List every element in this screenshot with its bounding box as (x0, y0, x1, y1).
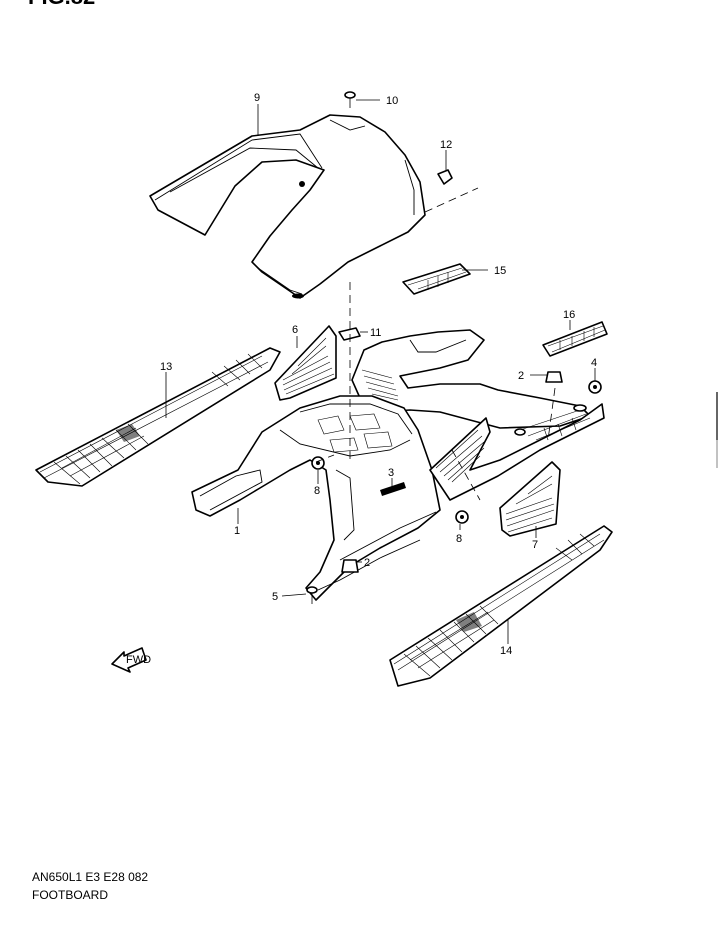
callout-12: 12 (440, 139, 452, 151)
callout-7: 7 (532, 539, 538, 551)
callout-2-lower: 2 (364, 557, 370, 569)
part-1-floor-frame (191, 395, 441, 601)
part-2-fastener-lower (341, 559, 359, 573)
part-16-panel (542, 321, 608, 357)
callout-6: 6 (292, 324, 298, 336)
part-15-panel (402, 263, 471, 295)
part-4-nut (588, 380, 602, 394)
part-8-grommet-right (455, 510, 469, 524)
figure-title: FIG.82 (28, 0, 95, 10)
callout-15: 15 (494, 265, 506, 277)
part-7-side-grille (499, 461, 561, 537)
section-name: FOOTBOARD (32, 888, 109, 902)
part-12-clip (437, 169, 453, 185)
callout-3: 3 (388, 467, 394, 479)
callout-10: 10 (386, 95, 398, 107)
part-frame-right-side (429, 403, 605, 501)
callout-1: 1 (234, 525, 240, 537)
callout-2-upper: 2 (518, 370, 524, 382)
part-10-screw (344, 91, 356, 108)
part-8-grommet-left (311, 456, 325, 470)
fwd-label: FWD (126, 654, 151, 666)
callout-11: 11 (370, 327, 381, 339)
callout-4: 4 (591, 357, 597, 369)
callout-8-left: 8 (314, 485, 320, 497)
part-6-side-grille (274, 325, 337, 401)
part-5-screw (306, 586, 318, 604)
part-9-rear-cover (149, 114, 426, 299)
callout-numbers: 9 10 12 15 16 6 11 13 2 4 3 8 1 7 8 2 5 … (160, 92, 597, 657)
fwd-arrow-icon: FWD (111, 647, 151, 673)
callout-9: 9 (254, 92, 260, 104)
callout-leaders (165, 99, 596, 644)
assembly-guide-lines (315, 187, 556, 501)
callout-13: 13 (160, 361, 172, 373)
part-14-floor-mat-right (389, 525, 613, 687)
part-13-floor-mat-left (35, 347, 281, 487)
model-code: AN650L1 E3 E28 082 (32, 870, 149, 884)
callout-5: 5 (272, 591, 278, 603)
callout-8-right: 8 (456, 533, 462, 545)
edge-mark-lower (716, 428, 718, 468)
edge-mark-upper (716, 392, 718, 440)
part-2-fastener-upper (545, 371, 563, 383)
callout-14: 14 (500, 645, 512, 657)
part-11-bracket (338, 327, 361, 341)
part-frame-cover-upper (351, 329, 591, 429)
callout-16: 16 (563, 309, 575, 321)
